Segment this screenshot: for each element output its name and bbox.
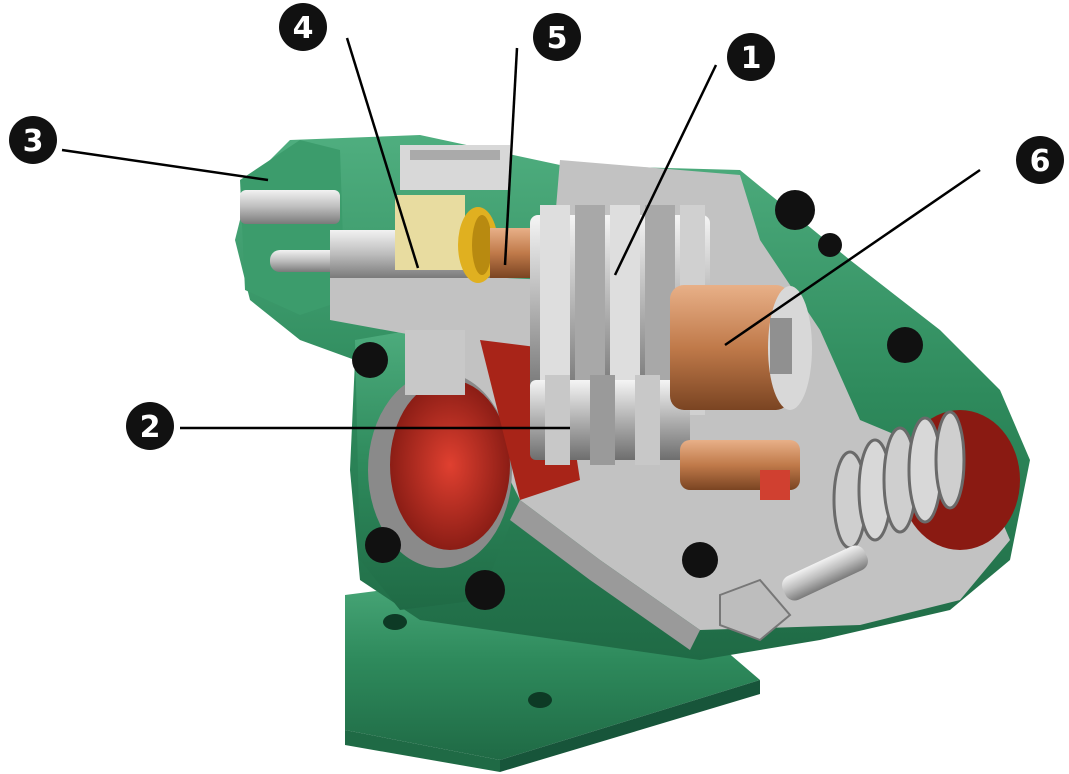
callout-4-label: 4 (293, 11, 314, 46)
adjusting-nut (719, 578, 792, 642)
callout-2-label: 2 (140, 410, 161, 445)
callout-5-circle (533, 13, 581, 61)
relief-valve (719, 410, 1020, 642)
base-mount-hole (383, 614, 407, 630)
callout-5: 5 (533, 13, 581, 61)
idler-gear (530, 375, 690, 465)
callout-4: 4 (279, 3, 327, 51)
callout-6-circle (1016, 136, 1064, 184)
callout-1: 1 (727, 33, 775, 81)
callout-3-circle (9, 116, 57, 164)
callout-6: 6 (1016, 136, 1064, 184)
leader-lines (61, 37, 981, 430)
callout-5-label: 5 (547, 21, 568, 56)
callout-1-circle (727, 33, 775, 81)
housing-bolts (352, 190, 923, 610)
callout-2-circle (126, 402, 174, 450)
base-mount-hole (528, 692, 552, 708)
leader-line-6 (724, 168, 981, 347)
leader-line-1 (613, 64, 718, 276)
callout-2: 2 (126, 402, 174, 450)
callout-3-label: 3 (23, 124, 44, 159)
callout-6-label: 6 (1030, 144, 1051, 179)
hex-socket-bolt-icon (887, 327, 923, 363)
leader-line-3 (61, 148, 269, 182)
callout-4-circle (279, 3, 327, 51)
leader-line-5 (503, 47, 519, 266)
relief-valve-spring-icon (832, 410, 966, 550)
flange-lug (405, 330, 465, 395)
leader-line-4 (345, 37, 420, 269)
callout-1-label: 1 (741, 41, 762, 76)
hex-socket-bolt-icon (365, 527, 401, 563)
hex-socket-bolt-icon (465, 570, 505, 610)
hex-socket-bolt-icon (775, 190, 815, 230)
seal-ring (458, 207, 498, 283)
hex-socket-bolt-icon (682, 542, 718, 578)
hex-socket-bolt-icon (352, 342, 388, 378)
bronze-bushing (670, 285, 812, 490)
hex-socket-bolt-icon (818, 233, 842, 257)
callout-3: 3 (9, 116, 57, 164)
